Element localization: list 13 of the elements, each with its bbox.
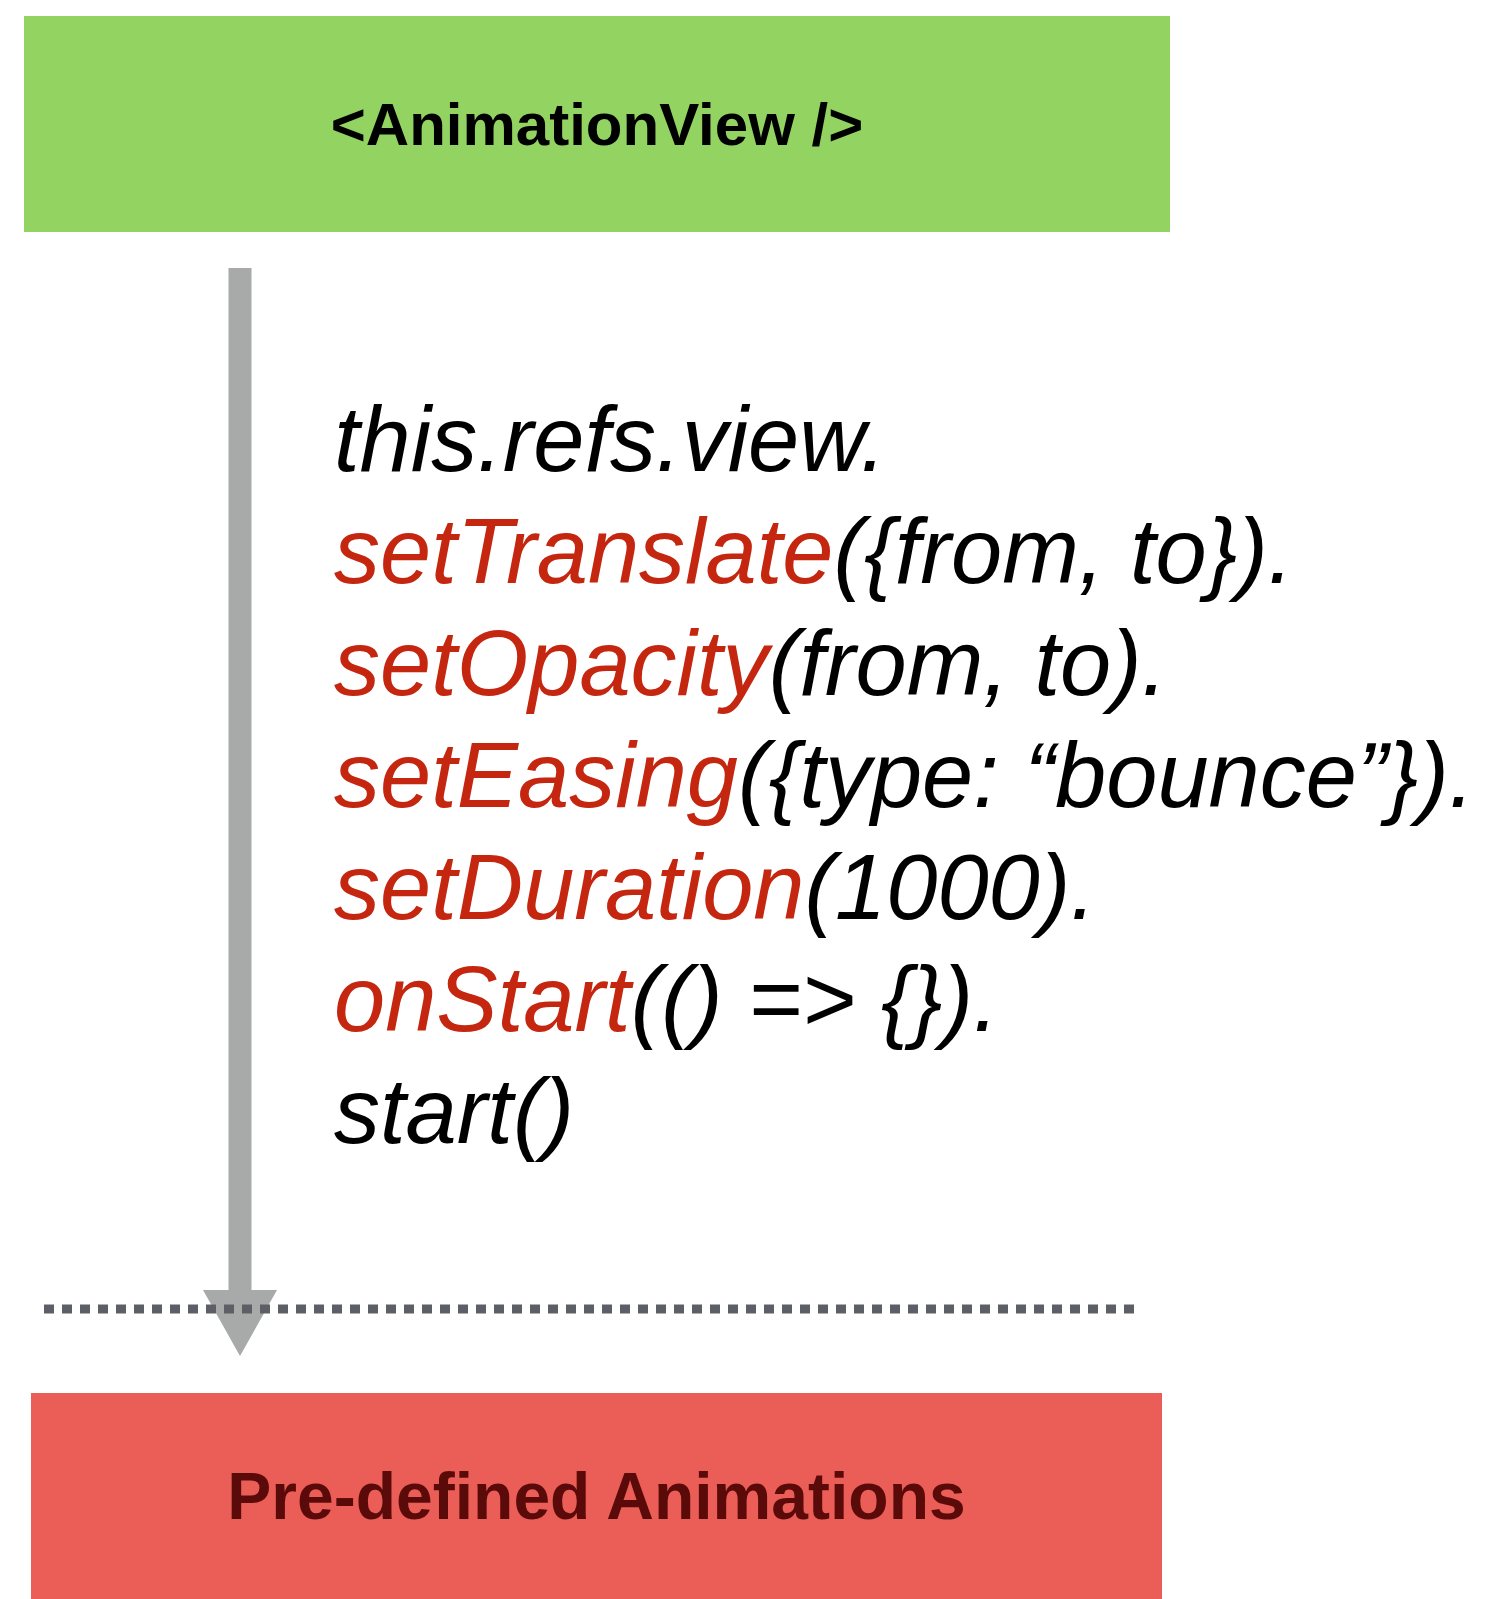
title-box	[31, 1393, 1162, 1599]
box-title: Pre-defined Animations	[227, 1458, 966, 1534]
code-text: start()	[334, 1059, 575, 1164]
code-text: ({from, to}).	[833, 499, 1294, 604]
code-text: setDuration	[334, 835, 805, 940]
code-text: setEasing	[334, 723, 739, 828]
code-text: this.refs.view.	[334, 387, 887, 492]
flow-arrow	[203, 268, 277, 1356]
code-text: ({type: “bounce”}).	[738, 723, 1475, 828]
code-text: (1000).	[804, 835, 1096, 940]
title-box	[24, 16, 1170, 232]
box-title: <AnimationView />	[330, 89, 864, 159]
code-text: setTranslate	[334, 499, 834, 604]
